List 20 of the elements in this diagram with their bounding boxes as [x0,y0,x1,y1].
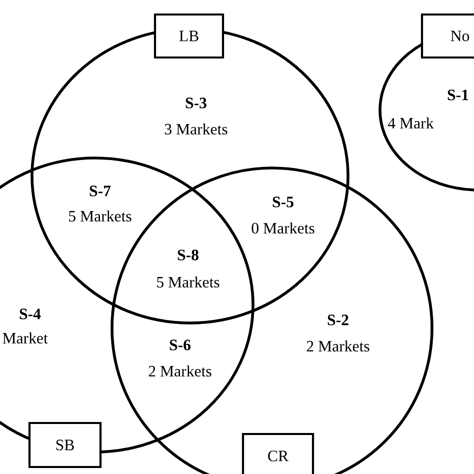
set-label-box: LB [154,13,224,59]
region-name: S-7 [90,186,111,196]
set-label-box: CR [242,432,314,474]
market-count: 0 Markets [252,222,314,234]
market-count: Market [2,332,48,344]
market-count: 2 Markets [148,365,212,377]
market-count: 2 Markets [306,340,370,352]
region-name: S-1 [448,90,468,100]
market-count: 5 Markets [69,210,132,222]
region-name: S-2 [328,314,348,326]
region-name: S-5 [272,196,294,208]
market-count: 3 Markets [164,123,228,135]
region-name: S-6 [170,340,191,350]
set-label-box: No [420,13,474,59]
region-name: S-8 [178,250,198,260]
set-label-box: SB [28,422,102,468]
market-count: 5 Markets [157,276,220,288]
region-name: S-3 [186,98,206,108]
region-name: S-4 [20,308,41,320]
market-count: 4 Mark [388,117,434,129]
